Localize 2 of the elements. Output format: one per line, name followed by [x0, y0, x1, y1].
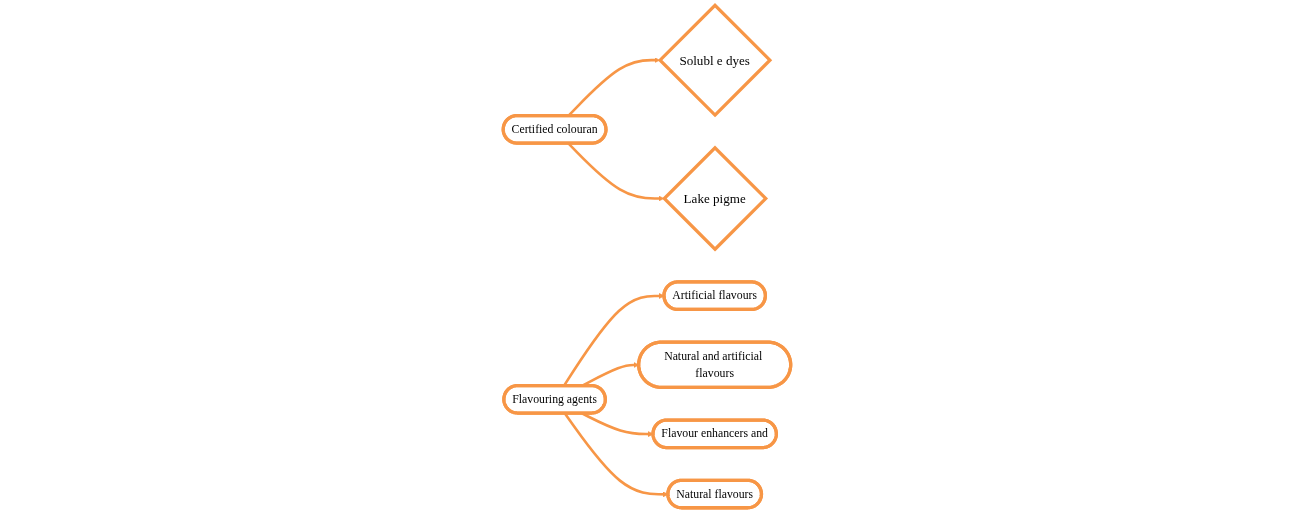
- node-diamond: Lake pigme: [661, 145, 768, 252]
- node-diamond: Solubl e dyes: [657, 2, 772, 118]
